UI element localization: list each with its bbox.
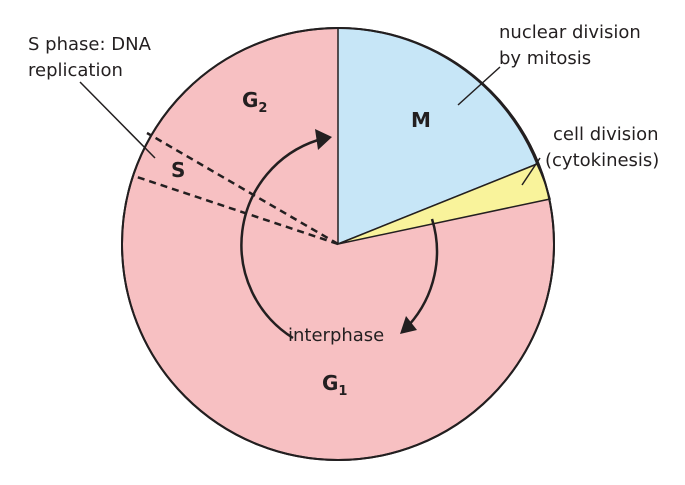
m-label: M: [411, 108, 431, 132]
s-phase-callout-line2: replication: [28, 60, 123, 81]
g1-label: G1: [322, 371, 347, 399]
cycle-arrow-lower: [408, 218, 439, 326]
interphase-label: interphase: [288, 325, 384, 346]
arrowhead-top: [315, 129, 332, 150]
cytokinesis-callout-line: [521, 157, 541, 186]
s-phase-callout-line1: S phase: DNA: [28, 34, 152, 55]
mitosis-callout-line2: by mitosis: [499, 48, 591, 69]
g2-label: G2: [242, 88, 267, 116]
cytokinesis-callout-line2: (cytokinesis): [545, 150, 659, 171]
mitosis-callout-line1: nuclear division: [499, 22, 641, 43]
cytokinesis-callout-line1: cell division: [553, 124, 659, 145]
s-label: S: [171, 158, 185, 182]
outer-outline: [121, 27, 555, 461]
mitosis-callout-line: [457, 66, 501, 106]
s-phase-callout-line: [79, 81, 156, 159]
cycle-arrow-upper: [240, 138, 319, 340]
arrowhead-bottom: [400, 316, 417, 334]
s-phase-boundary-upper: [146, 131, 339, 246]
